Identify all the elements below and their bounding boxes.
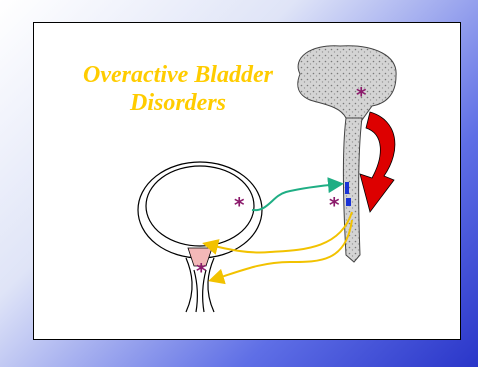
spinal-lesion-mark bbox=[345, 182, 349, 194]
asterisk-brain: * bbox=[356, 83, 367, 107]
asterisk-spinal: * bbox=[329, 193, 340, 217]
asterisk-bladder: * bbox=[234, 193, 245, 217]
green-afferent-arrow bbox=[252, 184, 340, 210]
asterisk-urethra: * bbox=[196, 259, 207, 283]
red-curved-arrow bbox=[360, 112, 395, 212]
spinal-lesion-mark-2 bbox=[346, 198, 351, 206]
brain-shape bbox=[298, 46, 396, 126]
